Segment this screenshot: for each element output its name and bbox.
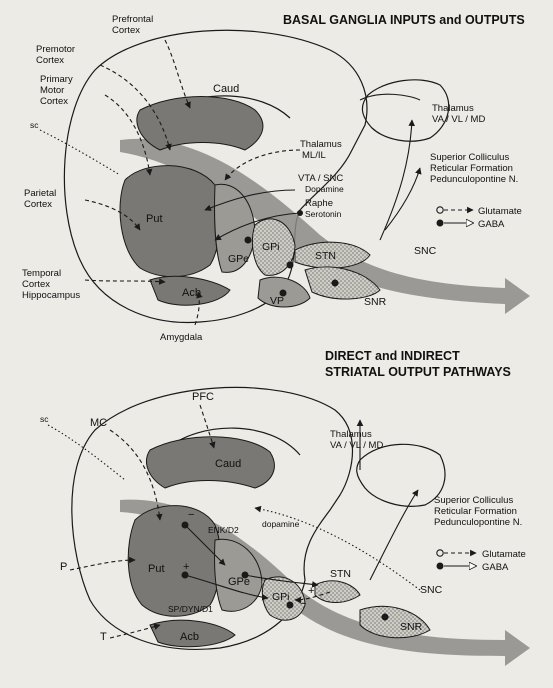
bottom-acb-label: Acb	[180, 631, 199, 643]
top-snc-label: SNC	[414, 245, 437, 257]
bottom-superior-label-1: Superior Colliculus	[434, 495, 513, 506]
top-acb-label: Acb	[182, 287, 201, 299]
bottom-title-1: DIRECT and INDIRECT	[325, 349, 460, 363]
bottom-legend-glutamate: Glutamate	[482, 549, 526, 560]
top-title: BASAL GANGLIA INPUTS and OUTPUTS	[283, 13, 525, 27]
top-gpe-label: GPe	[228, 253, 249, 265]
temporal-label-3: Hippocampus	[22, 290, 80, 301]
bottom-put-label: Put	[148, 563, 165, 575]
minus-sign-1: −	[188, 509, 194, 521]
primary-motor-label-2: Motor	[40, 85, 64, 96]
bottom-legend: Glutamate GABA	[437, 549, 526, 573]
top-caud-label: Caud	[213, 83, 239, 95]
top-stn-label: STN	[315, 250, 336, 262]
dopamine-label-top: Dopamine	[305, 184, 344, 194]
top-gpi-label: GPi	[262, 241, 280, 253]
bottom-title-2: STRIATAL OUTPUT PATHWAYS	[325, 365, 511, 379]
top-legend-glutamate: Glutamate	[478, 206, 522, 217]
bottom-dopamine-label: dopamine	[262, 519, 300, 529]
vta-label: VTA / SNC	[298, 173, 343, 184]
bottom-caud-label: Caud	[215, 458, 241, 470]
top-output-labels: Thalamus VA / VL / MD Superior Colliculu…	[430, 103, 518, 185]
sc-label-bottom: sc	[40, 414, 49, 424]
prefrontal-label-2: Cortex	[112, 25, 140, 36]
premotor-label-1: Premotor	[36, 44, 75, 55]
serotonin-label: Serotonin	[305, 209, 342, 219]
p-label: P	[60, 561, 67, 573]
prefrontal-label-1: Prefrontal	[112, 14, 153, 25]
bottom-snc-label: SNC	[420, 584, 443, 596]
pfc-label: PFC	[192, 391, 214, 403]
temporal-label-2: Cortex	[22, 279, 50, 290]
plus-sign-2: +	[308, 585, 314, 597]
top-superior-label-2: Reticular Formation	[430, 163, 513, 174]
amygdala-label: Amygdala	[160, 332, 203, 343]
top-legend-gaba: GABA	[478, 219, 505, 230]
primary-motor-label-3: Cortex	[40, 96, 68, 107]
top-put-label: Put	[146, 213, 163, 225]
mc-label: MC	[90, 417, 107, 429]
parietal-label-2: Cortex	[24, 199, 52, 210]
top-thalamus-label-1: Thalamus	[432, 103, 474, 114]
primary-motor-label-1: Primary	[40, 74, 73, 85]
top-snr-label: SNR	[364, 296, 387, 308]
thalamus-ml-label-2: ML/IL	[302, 150, 326, 161]
top-input-labels: Thalamus ML/IL VTA / SNC Dopamine Raphe …	[298, 139, 344, 219]
bottom-superior-label-3: Pedunculopontine N.	[434, 517, 522, 528]
top-legend: Glutamate GABA	[437, 206, 522, 230]
top-vp-label: VP	[270, 295, 284, 307]
top-superior-label-3: Pedunculopontine N.	[430, 174, 518, 185]
parietal-label-1: Parietal	[24, 188, 56, 199]
thalamus-ml-label-1: Thalamus	[300, 139, 342, 150]
top-thalamus-label-2: VA / VL / MD	[432, 114, 485, 125]
raphe-label: Raphe	[305, 198, 333, 209]
bottom-thalamus-label-1: Thalamus	[330, 429, 372, 440]
bottom-snr-label: SNR	[400, 621, 423, 633]
t-label: T	[100, 631, 107, 643]
bottom-legend-gaba: GABA	[482, 562, 509, 573]
spdyn-label: SP/DYN/D1	[168, 604, 213, 614]
enk-label: ENK/D2	[208, 525, 239, 535]
bottom-gpi-label: GPi	[272, 591, 290, 603]
top-superior-label-1: Superior Colliculus	[430, 152, 509, 163]
sc-label-top: sc	[30, 120, 39, 130]
plus-sign-1: +	[183, 561, 189, 573]
bottom-stn-label: STN	[330, 568, 351, 580]
premotor-label-2: Cortex	[36, 55, 64, 66]
temporal-label-1: Temporal	[22, 268, 61, 279]
bottom-superior-label-2: Reticular Formation	[434, 506, 517, 517]
